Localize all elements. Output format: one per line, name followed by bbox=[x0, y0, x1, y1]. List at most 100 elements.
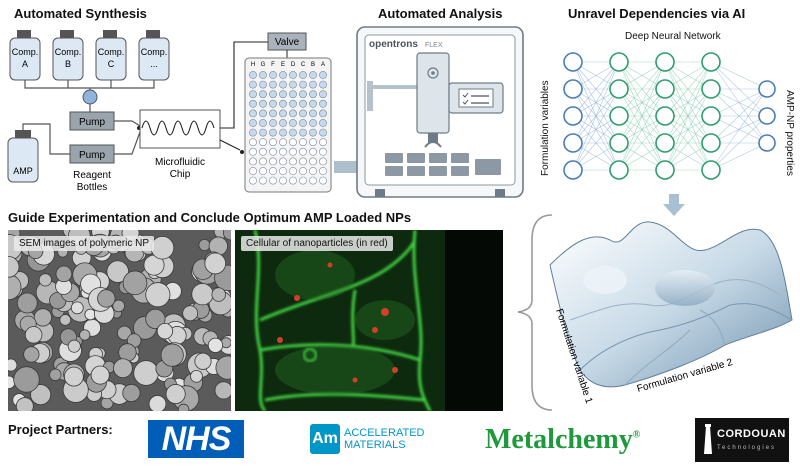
network-node bbox=[758, 80, 776, 98]
bottle-label: Comp. bbox=[98, 47, 125, 57]
sem-particle bbox=[59, 314, 72, 326]
sem-particle bbox=[190, 369, 203, 383]
sem-particle bbox=[156, 322, 174, 340]
plate-well bbox=[259, 157, 267, 166]
plate-well bbox=[309, 157, 317, 166]
sem-particle bbox=[122, 270, 148, 296]
plate-row-label: E bbox=[281, 62, 285, 68]
amp-bottle-label: AMP bbox=[13, 166, 33, 176]
plate-well bbox=[249, 71, 257, 79]
plate-well bbox=[289, 119, 297, 127]
network-title: Deep Neural Network bbox=[625, 31, 721, 42]
sem-particle bbox=[207, 337, 224, 353]
accelerated-materials-logo: ACCELERATED MATERIALS bbox=[344, 427, 424, 451]
sem-particle bbox=[106, 260, 129, 283]
plate-well bbox=[249, 109, 257, 118]
plate-well bbox=[279, 109, 287, 118]
sem-particle bbox=[177, 403, 190, 411]
plate-well bbox=[299, 119, 307, 127]
plate-well bbox=[259, 128, 267, 137]
sem-particle bbox=[160, 343, 184, 367]
network-node bbox=[655, 133, 675, 153]
plate-well bbox=[289, 71, 297, 79]
bottle-label: B bbox=[65, 59, 71, 69]
network-connection bbox=[618, 61, 666, 171]
sem-particle bbox=[182, 305, 199, 322]
plate-well bbox=[319, 167, 327, 175]
plate-row-label: A bbox=[321, 62, 325, 68]
plate-well bbox=[279, 167, 287, 175]
plate-well bbox=[269, 119, 277, 127]
plate-well bbox=[289, 138, 297, 147]
sem-particle bbox=[214, 381, 231, 400]
grouping-brace bbox=[517, 214, 553, 411]
sem-particle bbox=[38, 273, 52, 287]
plate-well bbox=[249, 80, 257, 89]
plate-well bbox=[249, 176, 257, 185]
network-connection bbox=[618, 115, 666, 171]
plate-well bbox=[289, 128, 297, 137]
metalchemy-logo: Metalchemy® bbox=[485, 424, 640, 456]
sem-particle bbox=[148, 395, 167, 411]
network-node bbox=[609, 106, 629, 126]
sem-particle bbox=[16, 292, 38, 314]
plate-well bbox=[309, 119, 317, 127]
sem-particle bbox=[79, 329, 91, 341]
plate-well bbox=[259, 167, 267, 175]
plate-well bbox=[279, 80, 287, 89]
sem-particle bbox=[63, 366, 84, 387]
plate-well bbox=[259, 99, 267, 108]
reagent-label: Reagent bbox=[73, 170, 111, 181]
plate-well bbox=[319, 99, 327, 108]
plate-well bbox=[309, 90, 317, 99]
bottle-label: C bbox=[108, 59, 115, 69]
cell-image: Cellular of nanoparticles (in red) bbox=[235, 230, 503, 411]
component-bottle: Comp. B bbox=[52, 30, 84, 81]
accelerated-materials-badge: Am bbox=[310, 424, 340, 454]
plate-well bbox=[299, 167, 307, 175]
chip-label: Microfluidic bbox=[155, 157, 205, 168]
plate-well bbox=[289, 157, 297, 166]
manifold-tubing bbox=[24, 80, 155, 89]
network-node bbox=[609, 133, 629, 153]
plate-well bbox=[249, 90, 257, 99]
plate-well bbox=[249, 147, 257, 156]
plate-row-label: H bbox=[251, 62, 255, 68]
component-bottle: Comp. C bbox=[95, 30, 127, 81]
network-connection bbox=[572, 61, 620, 171]
plate-well bbox=[279, 90, 287, 99]
network-node bbox=[758, 134, 776, 152]
sem-particle bbox=[117, 325, 132, 341]
metalchemy-registered-mark: ® bbox=[632, 429, 641, 441]
am-line-2: MATERIALS bbox=[344, 439, 406, 451]
pipette-head bbox=[416, 52, 450, 134]
plate-well bbox=[289, 176, 297, 185]
network-node bbox=[758, 107, 776, 125]
plate-well bbox=[249, 99, 257, 108]
plate-well bbox=[269, 176, 277, 185]
plate-well bbox=[309, 99, 317, 108]
sem-particle bbox=[198, 238, 211, 252]
network-node bbox=[563, 133, 583, 153]
plate-well bbox=[259, 119, 267, 127]
plate-well bbox=[299, 138, 307, 147]
bottle-label: A bbox=[22, 59, 28, 69]
plate-well bbox=[279, 128, 287, 137]
bottle-label: Comp. bbox=[141, 47, 168, 57]
plate-well bbox=[279, 157, 287, 166]
sem-particle bbox=[113, 358, 133, 379]
component-bottle: Comp. A bbox=[9, 30, 41, 81]
plate-well bbox=[269, 71, 277, 79]
plate-well bbox=[309, 80, 317, 89]
sem-particle bbox=[211, 287, 226, 302]
opentrons-robot: opentrons FLEX bbox=[356, 26, 524, 198]
response-surface: Formulation variable 1 Formulation varia… bbox=[517, 214, 793, 411]
plate-well bbox=[319, 138, 327, 147]
partners-heading: Project Partners: bbox=[8, 422, 113, 437]
plate-well bbox=[309, 128, 317, 137]
network-node bbox=[655, 52, 675, 72]
plate-well bbox=[259, 109, 267, 118]
plate-well bbox=[249, 128, 257, 137]
network-node bbox=[609, 52, 629, 72]
network-connection bbox=[572, 61, 620, 144]
